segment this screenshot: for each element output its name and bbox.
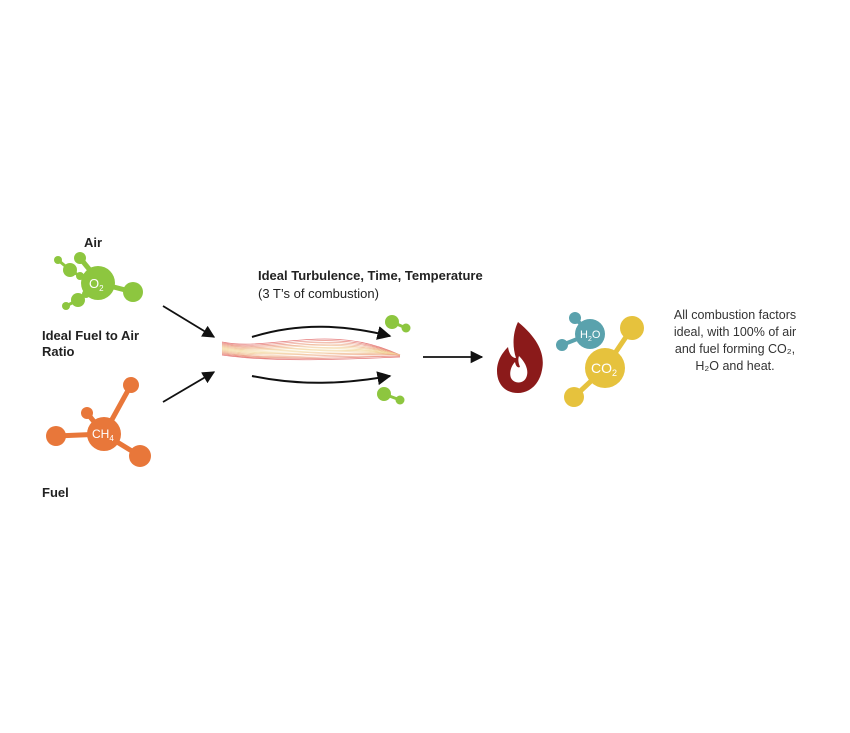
- ratio-label-line1: Ideal Fuel to Air: [42, 328, 140, 343]
- h2o-label: H2O: [580, 329, 601, 343]
- fuel-label: Fuel: [42, 485, 69, 500]
- co2-label: CO2: [591, 360, 617, 378]
- o2-molecule-small-upper-right: [385, 315, 411, 333]
- air-label: Air: [84, 235, 103, 250]
- lower-curved-arrow: [251, 371, 392, 386]
- flame-icon: [497, 322, 543, 393]
- turbulence-subtitle: (3 T’s of combustion): [258, 286, 379, 301]
- ch4-molecule: CH4: [46, 377, 151, 467]
- o2-molecule-small-lower-right: [377, 387, 405, 405]
- o2-molecule-small-bottom: [62, 290, 90, 310]
- result-caption: All combustion factors ideal, with 100% …: [640, 307, 830, 375]
- h2o-molecule: H2O: [556, 312, 605, 351]
- result-caption-line4: H₂O and heat.: [695, 359, 775, 373]
- turbulence-title: Ideal Turbulence, Time, Temperature: [258, 268, 483, 283]
- result-caption-line3: and fuel forming CO₂,: [674, 342, 796, 356]
- o2-molecule-large: O2: [74, 252, 143, 302]
- air-input-arrow: [162, 305, 216, 338]
- o2-molecule-small-top: [54, 256, 84, 280]
- upper-curved-arrow: [251, 325, 392, 340]
- result-caption-line1: All combustion factors: [673, 308, 797, 322]
- fuel-input-arrow: [162, 371, 216, 403]
- result-caption-line2: ideal, with 100% of air: [673, 325, 797, 339]
- o2-label-large: O2: [89, 276, 104, 293]
- turbulence-mixing-lines: [221, 338, 401, 361]
- ch4-label: CH4: [92, 427, 114, 443]
- co2-molecule: CO2: [564, 316, 644, 407]
- ratio-label-line2: Ratio: [42, 344, 75, 359]
